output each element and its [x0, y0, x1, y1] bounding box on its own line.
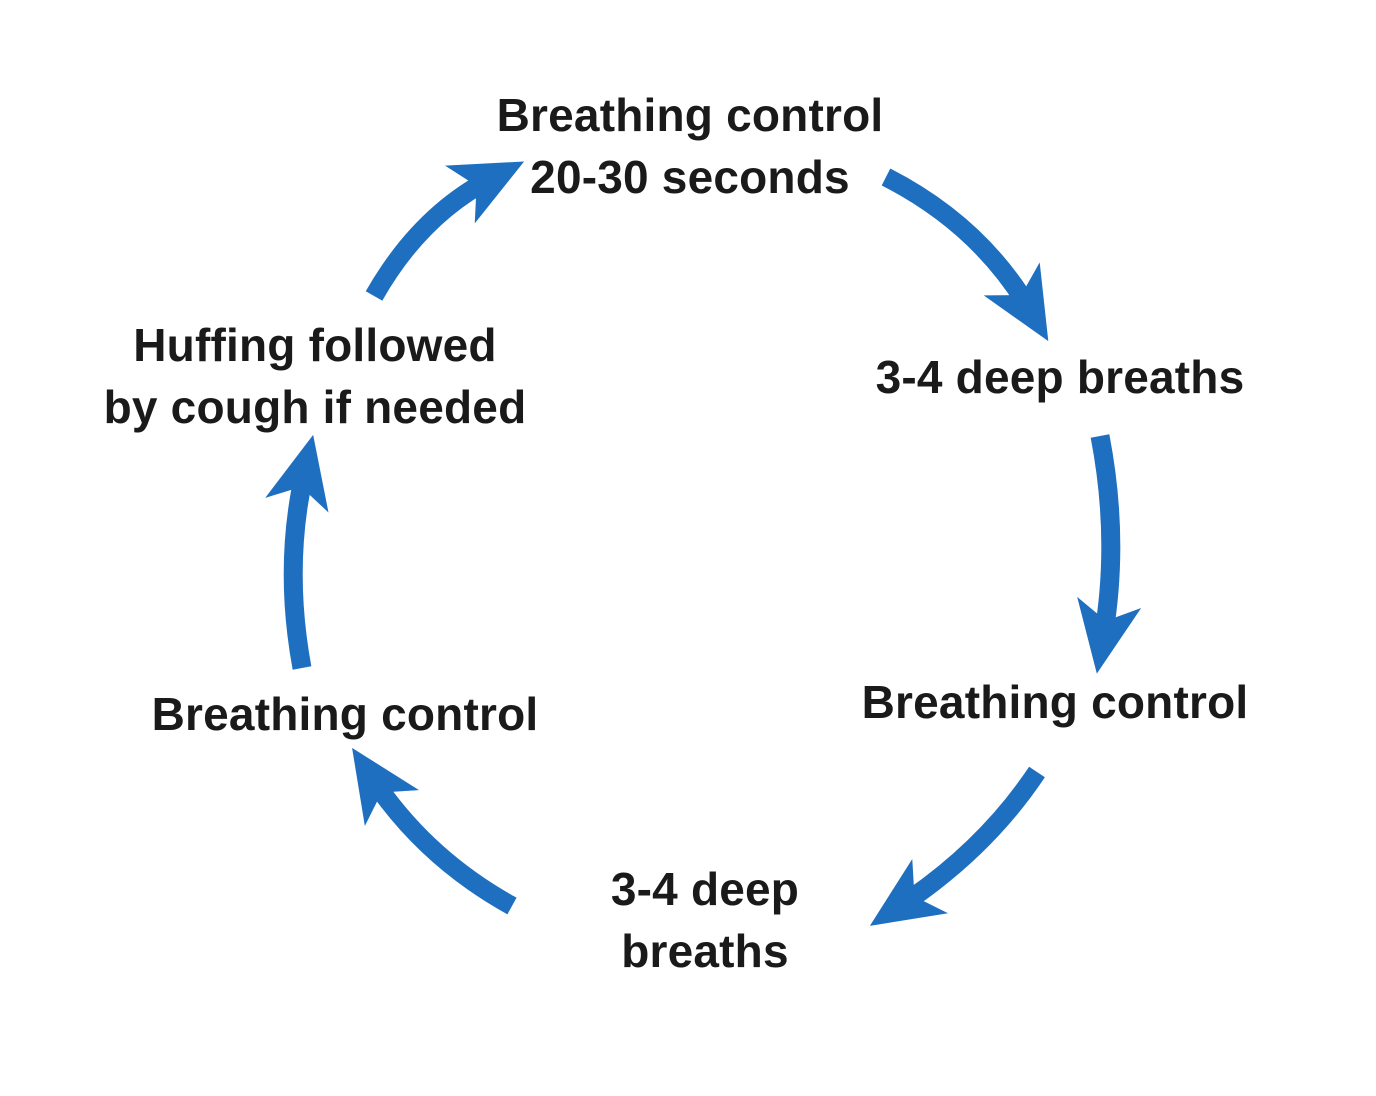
- step-breathing-control-right: Breathing control: [830, 671, 1280, 733]
- step-1-line-1: Breathing control: [496, 89, 884, 141]
- arrow-top-right: [881, 168, 1049, 342]
- arrow-right: [1077, 434, 1142, 674]
- step-breathing-control-left: Breathing control: [120, 683, 570, 745]
- step-breathing-control-20-30-seconds: Breathing control 20-30 seconds: [440, 84, 940, 208]
- step-3-4-deep-breaths-bottom: 3-4 deep breaths: [560, 858, 850, 982]
- step-5-line-1: Breathing control: [151, 688, 539, 740]
- step-1-line-2: 20-30 seconds: [530, 151, 850, 203]
- step-4-line-2: breaths: [621, 925, 789, 977]
- step-3-4-deep-breaths-right: 3-4 deep breaths: [840, 346, 1280, 408]
- step-6-line-1: Huffing followed: [133, 319, 497, 371]
- step-3-line-1: Breathing control: [861, 676, 1249, 728]
- arrow-left: [265, 434, 329, 670]
- step-4-line-1: 3-4 deep: [610, 863, 800, 915]
- arrow-top-left: [365, 161, 525, 301]
- step-2-line-1: 3-4 deep breaths: [875, 351, 1245, 403]
- step-6-line-2: by cough if needed: [103, 381, 527, 433]
- arrow-bottom-left: [352, 747, 517, 915]
- step-huffing-followed-by-cough: Huffing followed by cough if needed: [80, 314, 550, 438]
- arrow-bottom-right: [869, 766, 1045, 926]
